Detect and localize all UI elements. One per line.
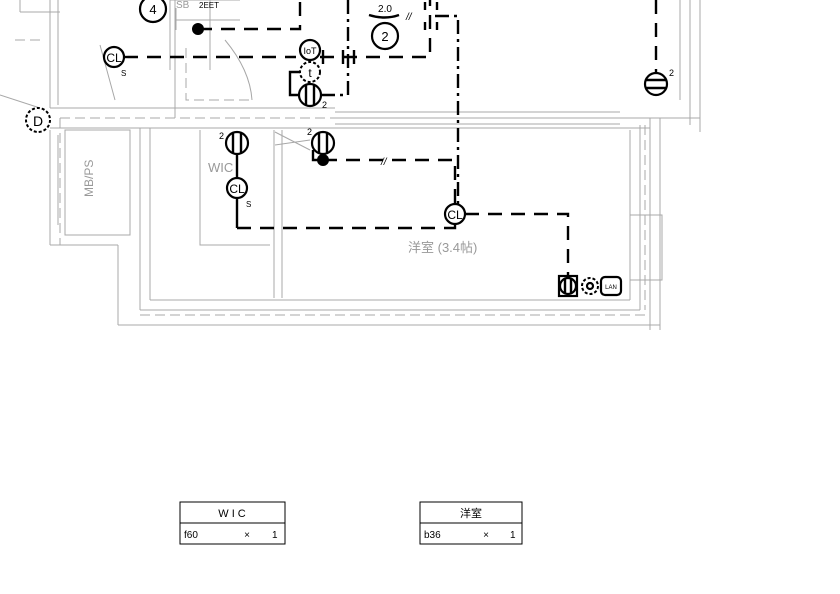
svg-text:IoT: IoT [303, 46, 317, 56]
t-symbol: t [299, 61, 321, 83]
outlet-icon-wic: 2 [219, 130, 250, 156]
outlet-lan-group: LAN [557, 274, 623, 298]
svg-text:t: t [308, 66, 312, 80]
svg-text:洋室: 洋室 [460, 506, 482, 520]
svg-text:b36: b36 [424, 530, 441, 541]
svg-text:CL: CL [229, 182, 245, 196]
mbps-label: MB/PS [82, 160, 96, 197]
walls [0, 0, 701, 330]
svg-text:×: × [483, 530, 489, 541]
svg-text:4: 4 [149, 2, 156, 17]
sb-value: 2EET [199, 1, 219, 10]
svg-text:2: 2 [381, 29, 388, 44]
svg-text:2: 2 [669, 68, 674, 78]
wiring [124, 0, 658, 278]
room-label: 洋室 (3.4帖) [408, 240, 477, 255]
d-symbol: D [25, 107, 51, 133]
svg-text:2: 2 [219, 131, 224, 141]
svg-text:CL: CL [447, 208, 463, 222]
iot-symbol: IoT [298, 38, 322, 62]
legend-table-room: 洋室 b36 × 1 [419, 501, 523, 545]
svg-text:LAN: LAN [605, 285, 617, 291]
outlet-icon-room: 2 [307, 127, 336, 156]
svg-text:2: 2 [307, 127, 312, 137]
svg-text:f60: f60 [184, 530, 198, 541]
wic-label: WIC [208, 160, 233, 175]
sb-label: SB [176, 0, 190, 11]
outlet-icon: 2 [297, 82, 327, 110]
svg-text:1: 1 [272, 530, 278, 541]
circuit-4-symbol: 4 [138, 0, 168, 24]
junction-dot-icon [192, 23, 204, 35]
svg-text:1: 1 [510, 530, 516, 541]
svg-text:2: 2 [322, 100, 327, 110]
svg-text:CL: CL [106, 51, 122, 65]
cl-symbol-wic: CL S [225, 176, 251, 209]
svg-text:S: S [121, 69, 126, 78]
outlet-icon-right: 2 [643, 68, 674, 97]
svg-text:D: D [33, 113, 43, 129]
svg-text://: // [405, 12, 413, 23]
svg-text:W I C: W I C [218, 508, 246, 520]
circuit-2-symbol: 2.0 2 // [368, 4, 413, 51]
svg-text:×: × [244, 530, 250, 541]
junction-dot-icon [317, 154, 329, 166]
hatch-mark: // [380, 157, 388, 168]
cl-symbol: CL S [102, 45, 126, 78]
svg-text:S: S [246, 200, 251, 209]
cl-symbol-room: CL [443, 202, 467, 226]
svg-text:2.0: 2.0 [378, 4, 392, 15]
legend-table-wic: W I C f60 × 1 [179, 501, 286, 545]
